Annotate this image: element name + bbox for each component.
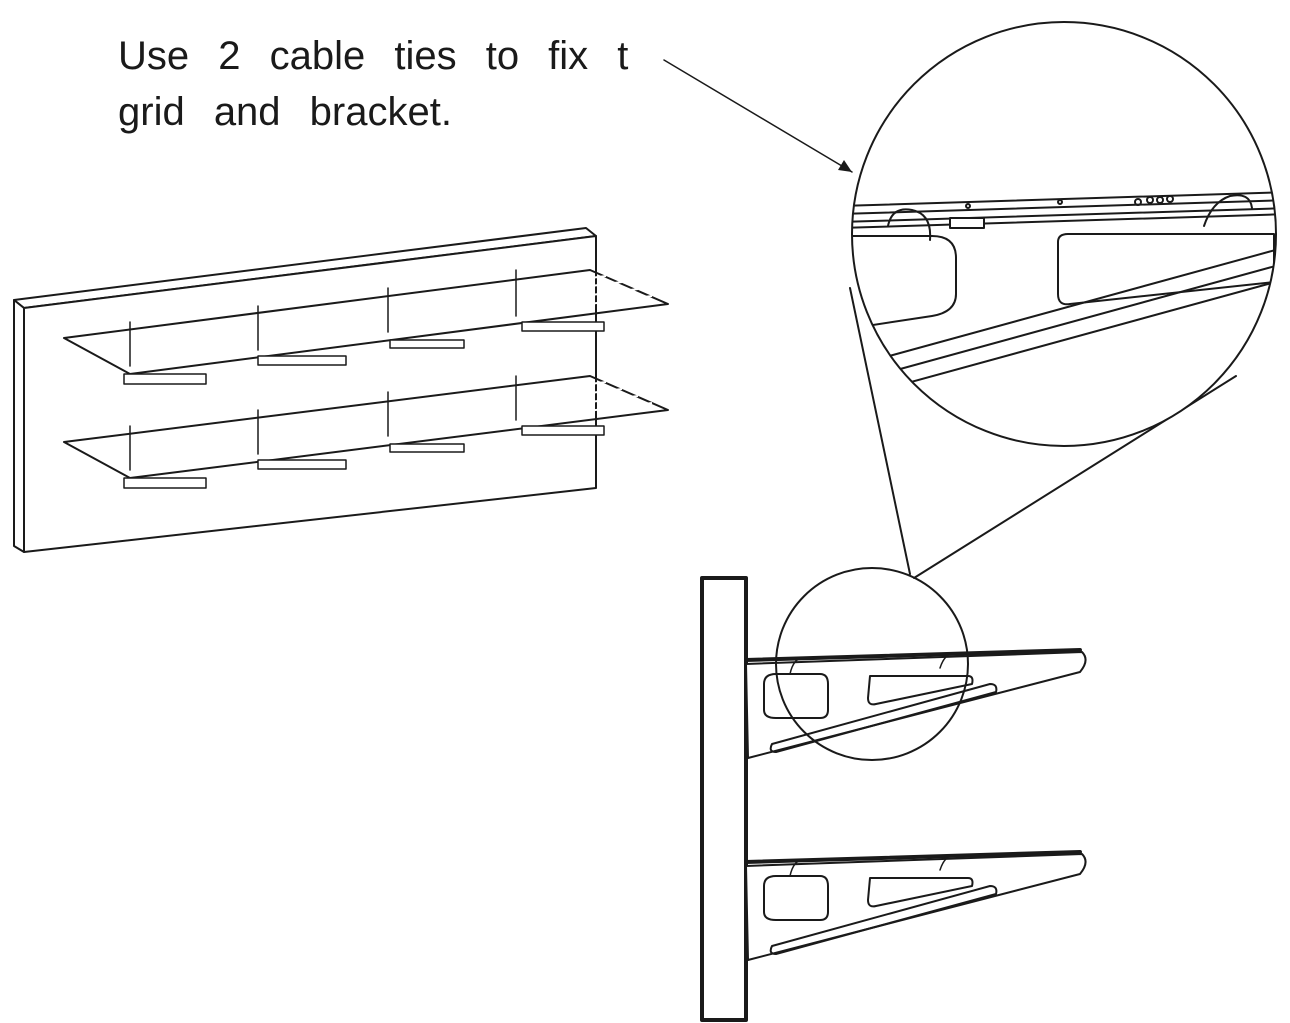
leader-arrowhead-icon xyxy=(838,160,852,172)
leader-line xyxy=(663,59,853,173)
instruction-line-1: Use 2 cable ties to fix t xyxy=(118,34,629,78)
bracket-icon xyxy=(123,425,605,489)
bracket-icon xyxy=(744,648,1087,759)
instruction-line-2: grid and bracket. xyxy=(118,90,452,134)
wall-panel-icon xyxy=(13,227,597,553)
shelf-icon xyxy=(63,269,669,385)
shelf-icon xyxy=(63,375,669,489)
cable-tie-icon xyxy=(129,375,517,471)
cable-tie-icon xyxy=(789,854,959,877)
bracket-icon xyxy=(744,850,1087,961)
cable-tie-icon xyxy=(129,269,517,367)
magnified-detail xyxy=(851,21,1277,447)
cable-tie-icon xyxy=(887,194,1253,241)
cable-tie-icon xyxy=(789,652,959,675)
zoom-connector-left xyxy=(849,287,911,575)
instruction-text: Use 2 cable ties to fix t grid and brack… xyxy=(118,28,758,140)
bracket-icon xyxy=(123,321,605,385)
wall-side-view xyxy=(700,576,748,1022)
magnifier-circle-icon xyxy=(775,567,969,761)
